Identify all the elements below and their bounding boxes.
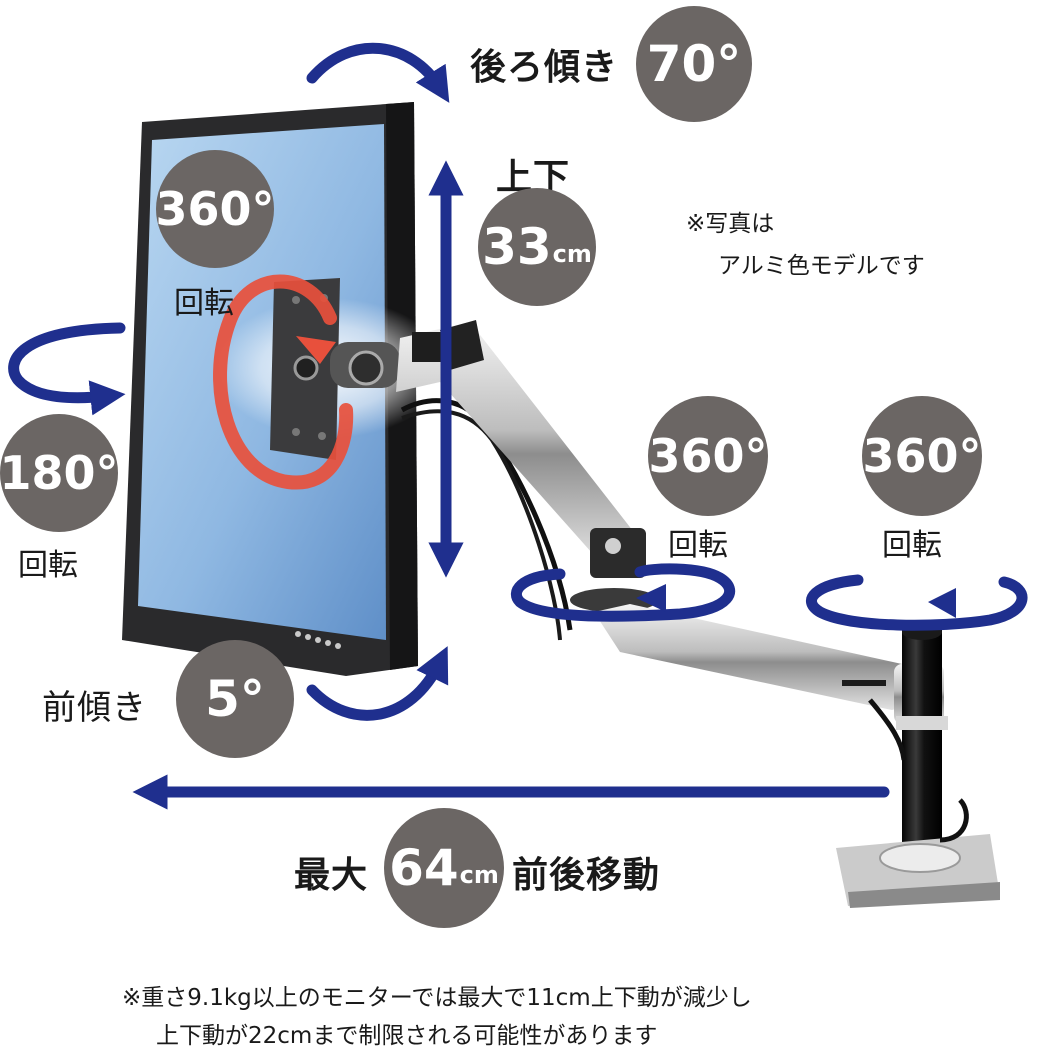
tilt-back-badge: 70° <box>636 6 752 122</box>
base-rotation-arrowhead <box>928 588 956 618</box>
reach-unit: cm <box>459 861 499 889</box>
rotation-ring-red <box>213 274 354 490</box>
photo-note-line1: ※写真は <box>686 211 775 237</box>
pole <box>902 630 942 850</box>
tilt-forward-badge: 5° <box>176 640 294 758</box>
elbow-rotation-arrow <box>510 563 736 622</box>
tilt-back-arrow <box>306 42 450 103</box>
updown-unit: cm <box>552 240 592 268</box>
footnote-line1: ※重さ9.1kg以上のモニターでは最大で11cm上下動が減少し <box>122 985 752 1011</box>
elbow-rotation-arrowhead <box>636 584 666 612</box>
reach-value: 64 <box>389 839 459 897</box>
tilt-back-label: 後ろ傾き <box>470 47 619 88</box>
swivel-badge: 180° <box>0 414 119 532</box>
tilt-forward-arrow <box>306 646 449 721</box>
tilt-forward-label: 前傾き <box>42 688 147 728</box>
elbow-rotation-badge: 360° <box>648 396 768 516</box>
base-rotation-arrow <box>806 574 1028 631</box>
footnote-line2: 上下動が22cmまで制限される可能性があります <box>156 1023 658 1049</box>
swivel-label: 回転 <box>18 548 78 583</box>
rotation-arrow-red <box>296 336 336 364</box>
elbow-rotation-label: 回転 <box>668 528 728 563</box>
base-rotation-badge: 360° <box>862 396 982 516</box>
reach-suffix: 前後移動 <box>512 855 661 896</box>
swivel-arrow-left <box>8 322 126 416</box>
extension-arm <box>594 604 920 710</box>
screen-rotation-badge: 360° <box>155 150 275 268</box>
monitor-buttons <box>295 631 341 649</box>
reach-prefix: 最大 <box>294 855 369 896</box>
photo-note-line2: アルミ色モデルです <box>718 253 925 279</box>
screen-rotation-label: 回転 <box>174 286 234 321</box>
base-rotation-label: 回転 <box>882 528 942 563</box>
updown-value: 33 <box>482 218 552 276</box>
